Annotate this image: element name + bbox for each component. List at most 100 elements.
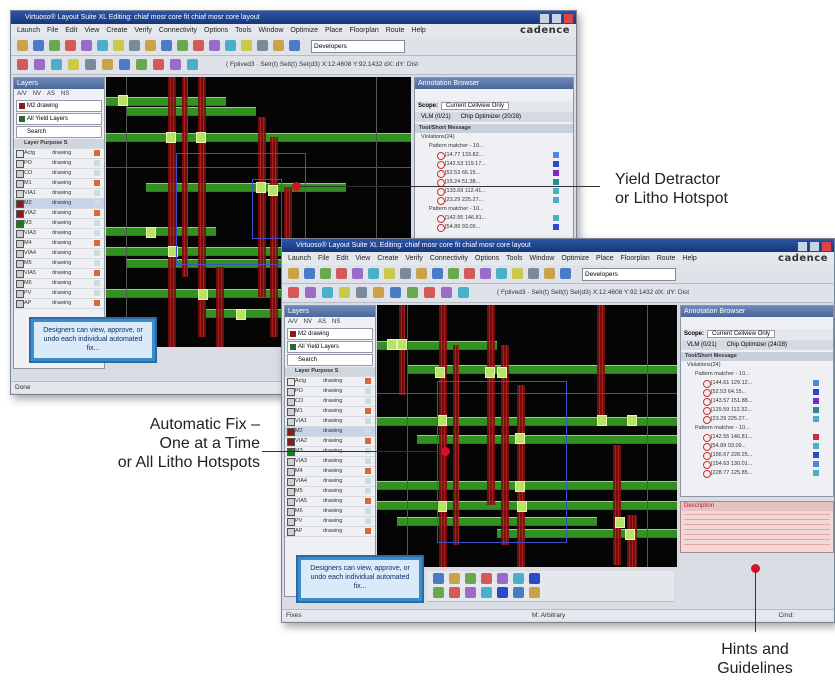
layer-tab-as[interactable]: AS <box>318 319 327 325</box>
layout-canvas[interactable] <box>106 77 411 347</box>
layer-visible-checkbox[interactable] <box>365 438 371 444</box>
layout-canvas[interactable] <box>377 305 677 567</box>
annotation-tree-item[interactable]: [156.67 228.25... <box>681 451 833 460</box>
layer-visible-checkbox[interactable] <box>365 378 371 384</box>
toolbar-tool-icon[interactable] <box>97 40 108 51</box>
toolbar-tool-icon[interactable] <box>193 40 204 51</box>
annotation-tree-item[interactable]: [14.77 133.82... <box>415 151 573 160</box>
layer-visible-checkbox[interactable] <box>94 210 100 216</box>
developers-search-input[interactable]: Developers <box>311 40 405 53</box>
edit-tool-icon[interactable] <box>17 59 28 70</box>
toolbar-tool-icon[interactable] <box>257 40 268 51</box>
toolbar-tool-icon[interactable] <box>289 40 300 51</box>
menu-floorplan[interactable]: Floorplan <box>349 27 379 34</box>
menu-file[interactable]: File <box>46 27 59 34</box>
layer-visible-checkbox[interactable] <box>365 478 371 484</box>
draw-tool-icon[interactable] <box>465 587 476 598</box>
hotspot-marker-box[interactable] <box>437 381 567 543</box>
toolbar-tool-icon[interactable] <box>209 40 220 51</box>
edit-tool-icon[interactable] <box>424 287 435 298</box>
toolbar-tool-icon[interactable] <box>528 268 539 279</box>
toolbar-tool-icon[interactable] <box>161 40 172 51</box>
developers-search-input[interactable]: Developers <box>582 268 676 281</box>
layer-visible-checkbox[interactable] <box>94 280 100 286</box>
menu-create[interactable]: Create <box>377 255 399 262</box>
edit-tool-icon[interactable] <box>85 59 96 70</box>
close-button[interactable] <box>563 13 574 24</box>
draw-tool-icon[interactable] <box>513 587 524 598</box>
annotation-tree-item[interactable]: [133.69 112.41... <box>415 187 573 196</box>
menu-floorplan[interactable]: Floorplan <box>620 255 650 262</box>
toolbar-tool-icon[interactable] <box>304 268 315 279</box>
layer-visible-checkbox[interactable] <box>365 488 371 494</box>
layer-visible-checkbox[interactable] <box>365 458 371 464</box>
view-tool-icon[interactable] <box>529 573 540 584</box>
annotation-tree-item[interactable]: Violations(24) <box>415 133 573 142</box>
menu-file[interactable]: File <box>317 255 330 262</box>
layer-visible-checkbox[interactable] <box>94 150 100 156</box>
edit-tool-icon[interactable] <box>339 287 350 298</box>
edit-tool-icon[interactable] <box>119 59 130 70</box>
toolbar-tool-icon[interactable] <box>400 268 411 279</box>
toolbar-tool-icon[interactable] <box>448 268 459 279</box>
layer-visible-checkbox[interactable] <box>94 300 100 306</box>
menu-window[interactable]: Window <box>258 27 284 34</box>
draw-tool-icon[interactable] <box>497 587 508 598</box>
toolbar-tool-icon[interactable] <box>512 268 523 279</box>
annotation-tab[interactable]: Chip Optimizer (20/28) <box>460 114 522 120</box>
edit-tool-icon[interactable] <box>170 59 181 70</box>
menu-launch[interactable]: Launch <box>17 27 40 34</box>
annotation-tree-item[interactable]: Pattern matcher - 10... <box>681 424 833 433</box>
menu-connectivity[interactable]: Connectivity <box>429 255 469 262</box>
layer-select-dropdown[interactable]: M2 drawing <box>16 100 102 112</box>
toolbar-tool-icon[interactable] <box>336 268 347 279</box>
menu-create[interactable]: Create <box>106 27 128 34</box>
view-tool-icon[interactable] <box>497 573 508 584</box>
layer-visible-checkbox[interactable] <box>94 180 100 186</box>
annotation-tree-item[interactable]: [142.53 119.17... <box>415 160 573 169</box>
layer-filter-dropdown[interactable]: All Yield Layers <box>16 113 102 125</box>
annotation-tab[interactable]: VLM (0/21) <box>687 342 717 348</box>
menu-tools[interactable]: Tools <box>506 255 523 262</box>
layer-visible-checkbox[interactable] <box>365 528 371 534</box>
toolbar-tool-icon[interactable] <box>81 40 92 51</box>
annotation-tree-item[interactable]: Pattern matcher - 10... <box>681 370 833 379</box>
scope-value[interactable]: Current Cellview Only <box>441 102 510 110</box>
menu-route[interactable]: Route <box>385 27 405 34</box>
layer-visible-checkbox[interactable] <box>94 160 100 166</box>
annotation-tree-item[interactable]: [23.29 225.27... <box>681 415 833 424</box>
maximize-button[interactable] <box>551 13 562 24</box>
toolbar-tool-icon[interactable] <box>368 268 379 279</box>
view-tool-icon[interactable] <box>513 573 524 584</box>
menu-verify[interactable]: Verify <box>134 27 152 34</box>
layer-tab-av[interactable]: A/V <box>17 91 27 97</box>
menu-verify[interactable]: Verify <box>405 255 423 262</box>
scope-selector[interactable]: Scope:Current Cellview Only <box>415 101 573 112</box>
layer-tab-ns[interactable]: NS <box>332 319 341 325</box>
draw-tool-icon[interactable] <box>449 587 460 598</box>
toolbar-tool-icon[interactable] <box>288 268 299 279</box>
layer-visible-checkbox[interactable] <box>365 418 371 424</box>
toolbar-tool-icon[interactable] <box>33 40 44 51</box>
edit-tool-icon[interactable] <box>153 59 164 70</box>
layer-visible-checkbox[interactable] <box>94 290 100 296</box>
annotation-tree-item[interactable]: Violations(24) <box>681 361 833 370</box>
menu-place[interactable]: Place <box>596 255 614 262</box>
menu-edit[interactable]: Edit <box>65 27 78 34</box>
